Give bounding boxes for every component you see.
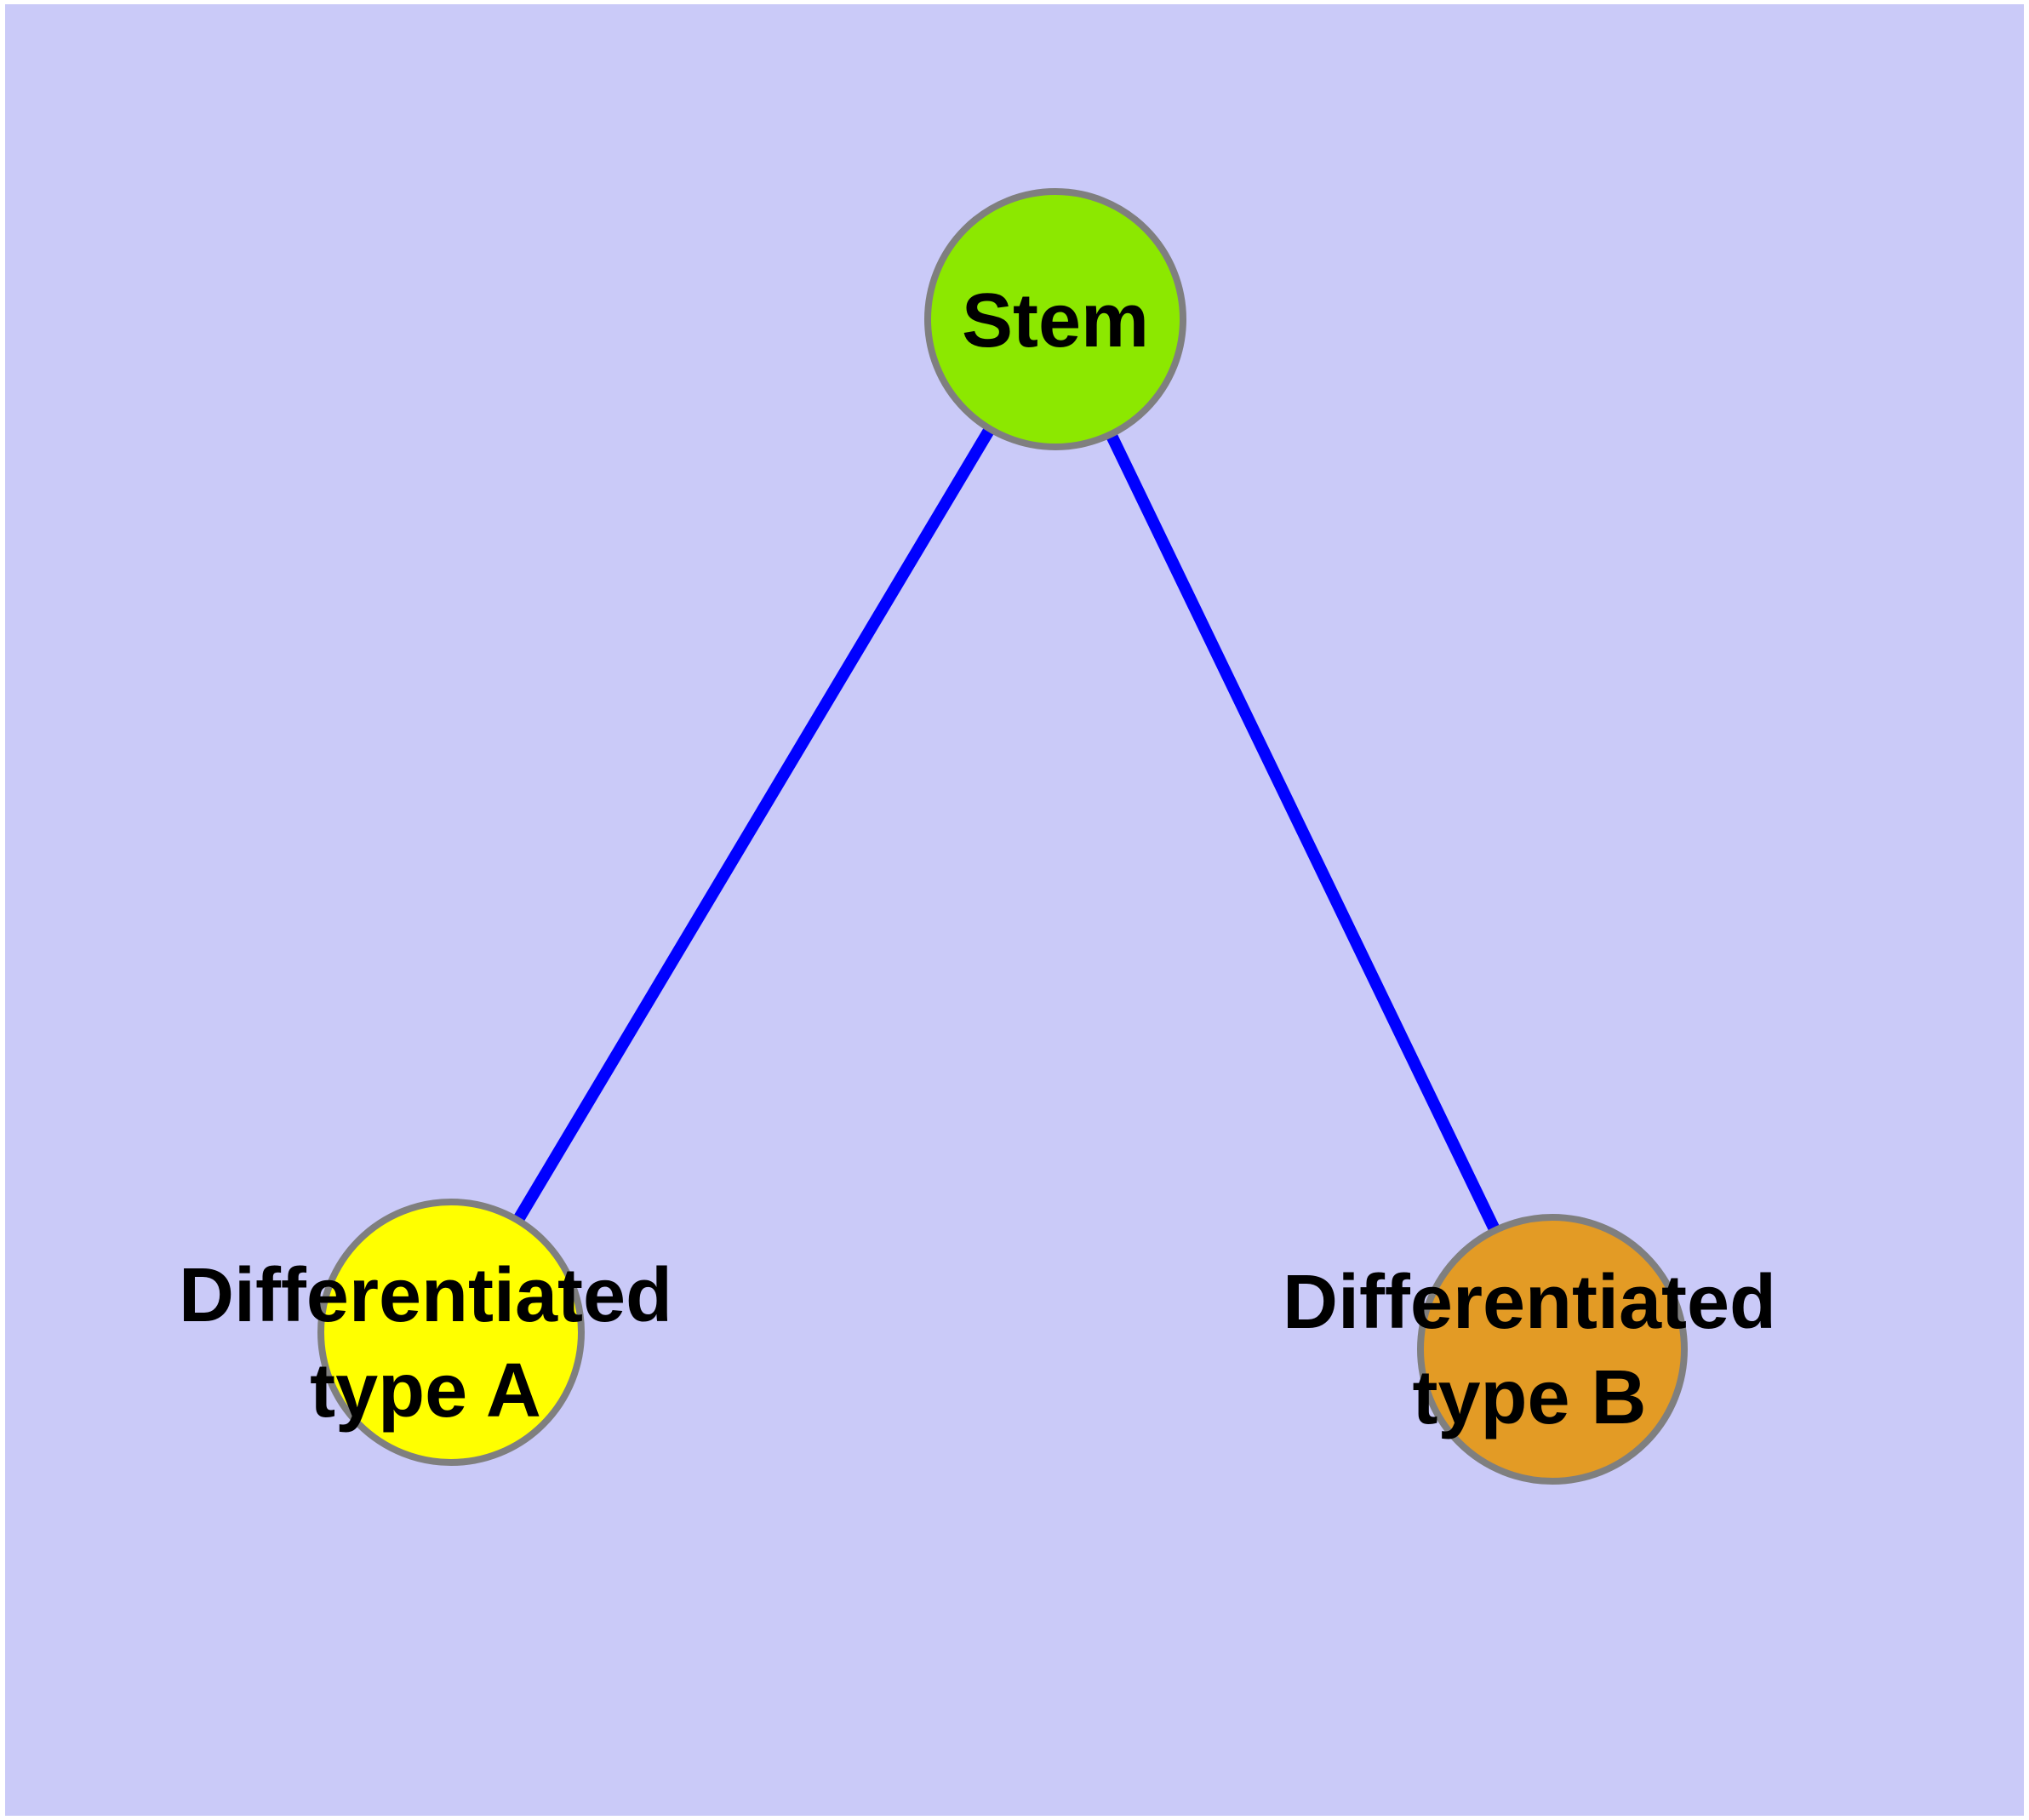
edge-stem-to-type-a: [445, 316, 1061, 1336]
node-type-b-label-line2: type B: [1412, 1355, 1646, 1440]
node-type-b-label-line1: Differentiated: [1283, 1260, 1776, 1345]
node-type-a-label: Differentiated type A: [179, 1253, 672, 1434]
node-type-a-label-line2: type A: [310, 1348, 541, 1434]
node-stem-circle: [924, 188, 1186, 450]
node-stem-label: Stem: [962, 278, 1149, 363]
edge-stem-to-type-b: [1049, 316, 1558, 1353]
node-type-b-circle: [1417, 1214, 1688, 1485]
node-type-a-circle: [317, 1199, 585, 1466]
node-type-b-label: Differentiated type B: [1283, 1260, 1776, 1440]
node-type-a-label-line1: Differentiated: [179, 1253, 672, 1338]
